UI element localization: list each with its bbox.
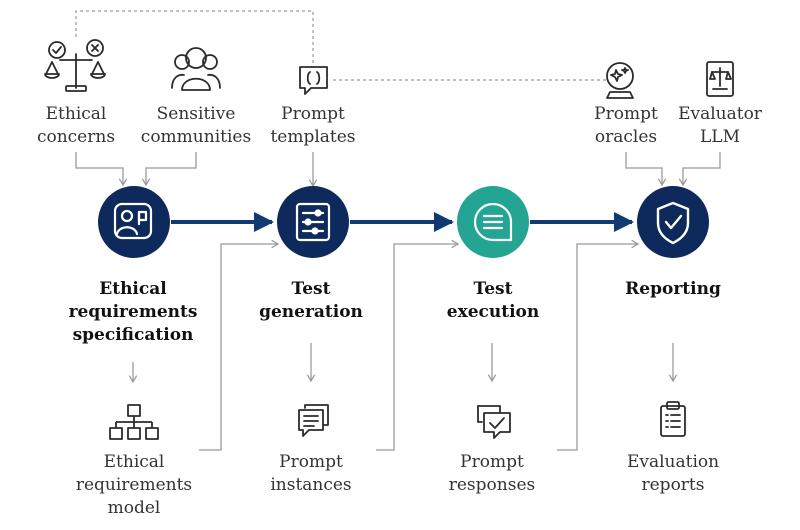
stage-label-spec-line-3: specification (72, 325, 194, 345)
stage-label-gen-line-1: Test (291, 279, 331, 299)
code-bubble-icon (299, 66, 328, 95)
label-sensitive-communities-line-2: communities (140, 127, 252, 147)
label-ethical-concerns-line-1: Ethical (45, 104, 107, 124)
chat-lines-icon (473, 202, 513, 242)
dashed-link-ethical-concerns (75, 10, 314, 65)
stage-label-exec: Test execution (428, 278, 558, 324)
label-evaluation-reports: Evaluation reports (608, 451, 738, 497)
feedback-instances-to-execution (376, 239, 460, 451)
message-check-icon (477, 405, 511, 439)
input-connectors (75, 152, 721, 188)
stage-label-rep-line-1: Reporting (625, 279, 721, 299)
crystal-ball-icon (606, 62, 634, 99)
label-prompt-responses-line-1: Prompt (460, 452, 524, 472)
balance-scale-icon (44, 39, 106, 92)
output-connectors (128, 343, 678, 384)
stage-label-gen-line-2: generation (259, 302, 363, 322)
stage-label-rep: Reporting (608, 278, 738, 301)
label-sensitive-communities: Sensitive communities (131, 103, 261, 149)
label-prompt-instances-line-2: instances (270, 475, 352, 495)
stage-rep-node (637, 186, 709, 258)
label-ethical-concerns: Ethical concerns (16, 103, 136, 149)
label-ethical-requirements-model-line-2: requirements (75, 475, 193, 495)
connector-prompt-oracles (625, 152, 667, 187)
label-prompt-oracles-line-1: Prompt (594, 104, 658, 124)
feedback-connectors (199, 239, 640, 451)
connector-ethical-concerns (75, 152, 128, 187)
label-evaluator-llm: Evaluator LLM (665, 103, 775, 149)
label-prompt-templates-line-1: Prompt (281, 104, 345, 124)
label-evaluation-reports-line-1: Evaluation (626, 452, 720, 472)
stage-label-exec-line-2: execution (446, 302, 540, 322)
connector-evaluator-llm (678, 152, 721, 187)
label-ethical-requirements-model-line-3: model (107, 498, 161, 518)
connector-sensitive-communities (141, 152, 197, 187)
stage-gen-node (277, 186, 349, 258)
message-stack-icon (298, 404, 329, 437)
stage-label-exec-line-1: Test (473, 279, 513, 299)
label-prompt-oracles: Prompt oracles (571, 103, 681, 149)
stage-exec-node (457, 186, 529, 258)
label-prompt-templates: Prompt templates (258, 103, 368, 149)
person-document-icon (113, 202, 153, 240)
label-ethical-requirements-model-line-1: Ethical (103, 452, 165, 472)
label-evaluation-reports-line-2: reports (641, 475, 705, 495)
feedback-model-to-generation (199, 239, 280, 451)
dashed-links (75, 10, 606, 81)
label-prompt-instances-line-1: Prompt (279, 452, 343, 472)
label-prompt-templates-line-2: templates (270, 127, 356, 147)
stage-label-spec-line-2: requirements (68, 302, 198, 322)
sliders-document-icon (295, 202, 331, 242)
shield-check-icon (656, 201, 690, 245)
clipboard-list-icon (660, 401, 686, 437)
label-prompt-instances: Prompt instances (251, 451, 371, 497)
label-sensitive-communities-line-1: Sensitive (156, 104, 236, 124)
label-ethical-requirements-model: Ethical requirements model (68, 451, 200, 520)
label-prompt-oracles-line-2: oracles (594, 127, 658, 147)
feedback-responses-to-reporting (557, 239, 640, 451)
label-evaluator-llm-line-2: LLM (700, 127, 740, 147)
stage-label-spec-line-1: Ethical (99, 279, 167, 299)
label-evaluator-llm-line-1: Evaluator (678, 104, 762, 124)
document-scale-icon (706, 61, 734, 97)
stage-spec-node (98, 186, 170, 258)
hierarchy-icon (109, 404, 159, 440)
label-prompt-responses-line-2: responses (448, 475, 536, 495)
stage-label-gen: Test generation (246, 278, 376, 324)
label-prompt-responses: Prompt responses (432, 451, 552, 497)
stage-label-spec: Ethical requirements specification (58, 278, 208, 347)
label-ethical-concerns-line-2: concerns (36, 127, 116, 147)
group-people-icon (171, 47, 221, 91)
